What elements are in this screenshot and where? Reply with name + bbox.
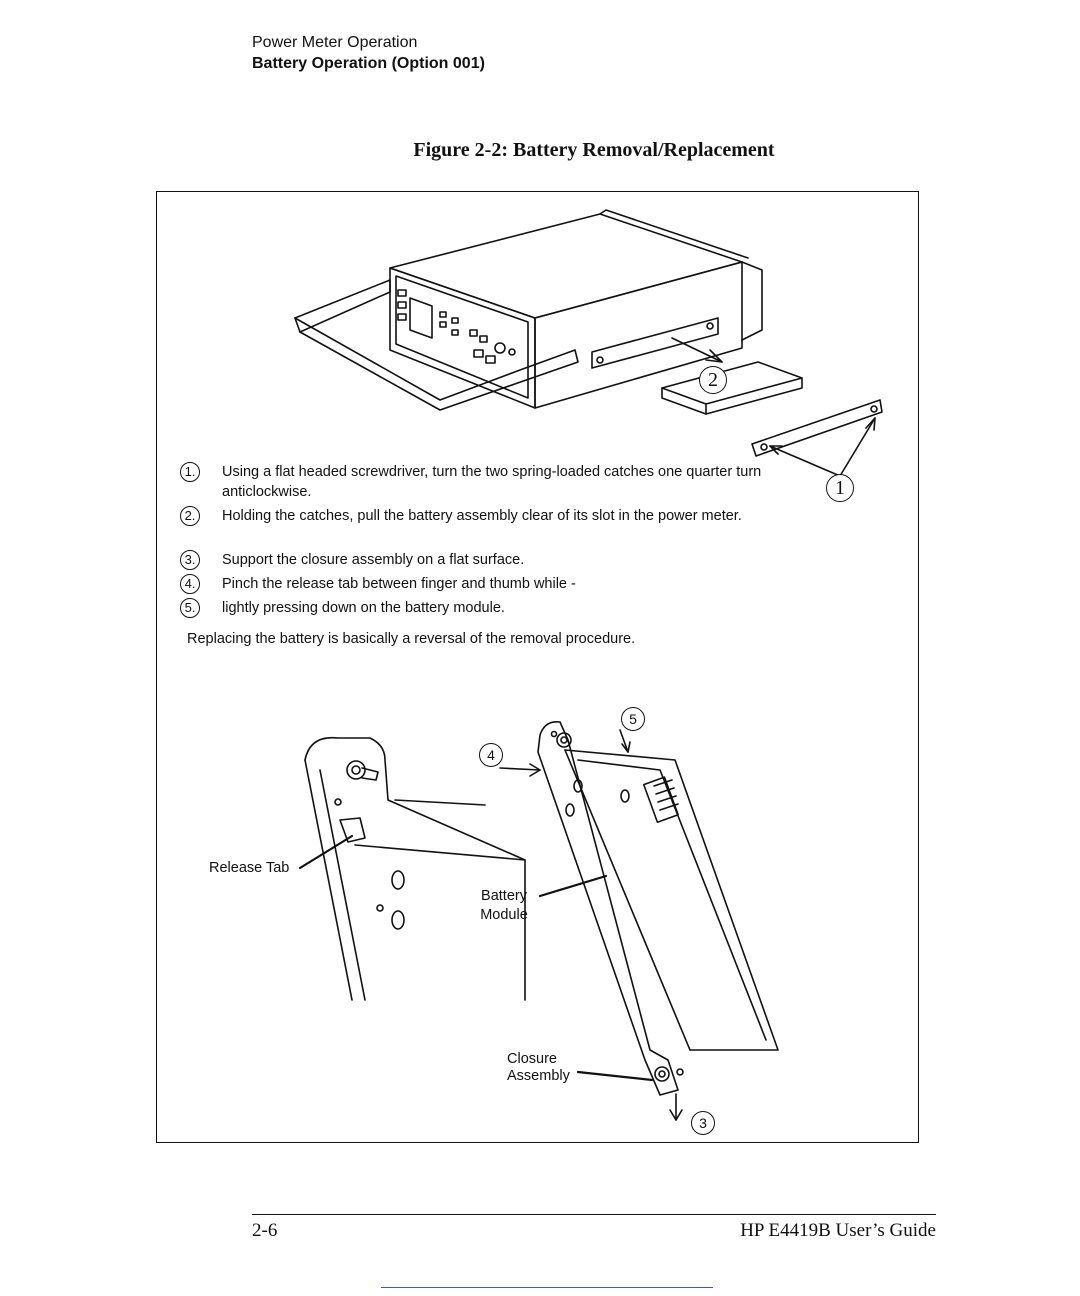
step-number: 4.: [180, 574, 200, 594]
figure-title: Figure 2-2: Battery Removal/Replacement: [413, 139, 775, 161]
step-number: 1.: [180, 462, 200, 482]
replacement-note: Replacing the battery is basically a rev…: [187, 631, 636, 647]
guide-title: HP E4419B User’s Guide: [740, 1220, 936, 1241]
figure-frame: [156, 191, 919, 1143]
footer-rule: [252, 1214, 936, 1215]
callout-4: 4: [479, 743, 503, 767]
battery-module-drawing: [499, 720, 779, 1121]
closure-assembly-label: Closure Assembly: [507, 1051, 570, 1085]
header-subsection: Battery Operation (Option 001): [252, 55, 485, 72]
battery-module-label-line1: Battery: [481, 888, 527, 904]
step-text: lightly pressing down on the battery mod…: [222, 600, 505, 616]
bottom-link-underline: [381, 1287, 713, 1288]
step-number: 3.: [180, 550, 200, 570]
closure-left-drawing: [304, 736, 526, 1001]
step-number: 5.: [180, 598, 200, 618]
leader-lines: [298, 834, 654, 1082]
step-text: Pinch the release tab between finger and…: [222, 576, 576, 592]
step-text: Holding the catches, pull the battery as…: [222, 508, 742, 524]
page-number: 2-6: [252, 1220, 278, 1241]
power-meter-drawing: [294, 209, 883, 477]
closure-assembly-label-line2: Assembly: [507, 1068, 570, 1084]
callout-1: 1: [826, 474, 854, 502]
callout-3: 3: [691, 1111, 715, 1135]
release-tab-label: Release Tab: [209, 860, 290, 876]
battery-module-label-line2: Module: [480, 907, 528, 923]
step-text: Using a flat headed screwdriver, turn th…: [222, 464, 762, 500]
callout-2: 2: [699, 366, 727, 394]
closure-assembly-label-line1: Closure: [507, 1051, 557, 1067]
battery-module-label: Battery Module: [478, 887, 530, 925]
header-section: Power Meter Operation: [252, 34, 418, 51]
step-number: 2.: [180, 506, 200, 526]
callout-5: 5: [621, 707, 645, 731]
step-text: Support the closure assembly on a flat s…: [222, 552, 525, 568]
